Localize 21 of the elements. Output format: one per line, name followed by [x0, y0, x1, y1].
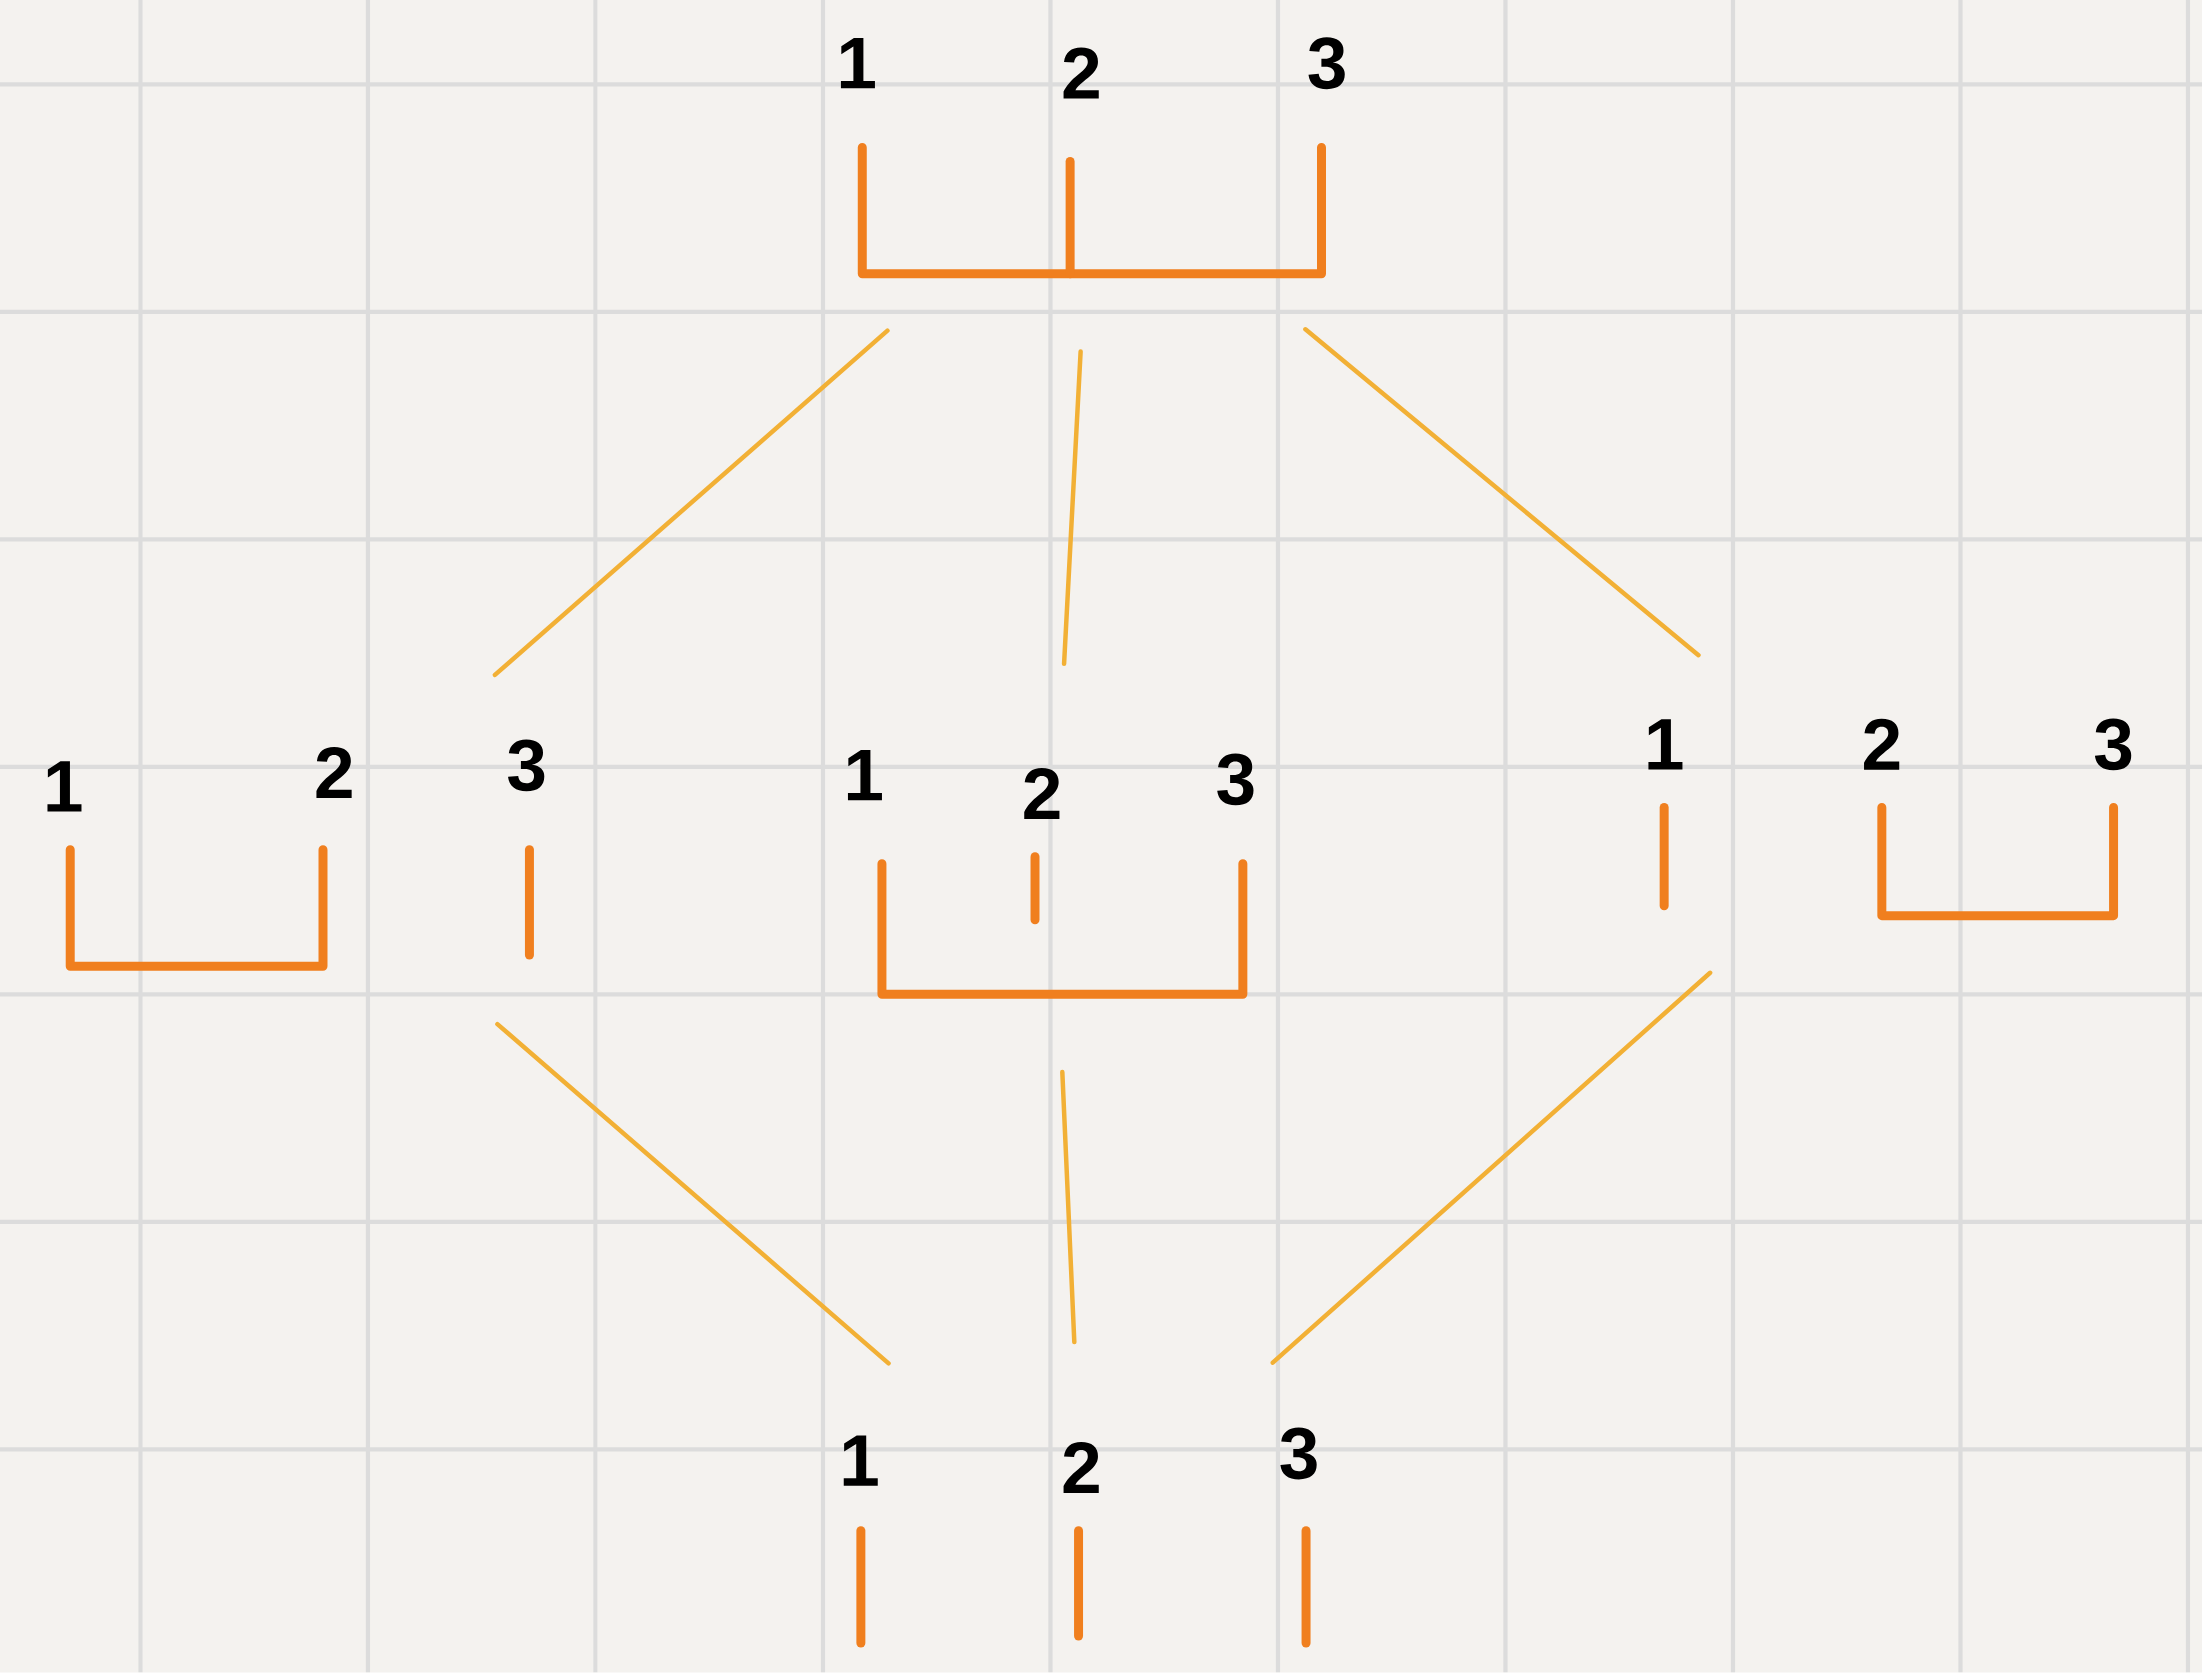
number-label: 2	[1063, 47, 1099, 99]
number-label: 2	[1024, 768, 1060, 820]
number-label: 1	[843, 1435, 878, 1486]
number-label: 2	[1864, 719, 1900, 770]
connector-line	[492, 328, 890, 678]
connector-line	[495, 1022, 891, 1366]
number-label: 1	[840, 38, 875, 89]
number-label: 1	[47, 761, 82, 812]
connector-line	[1060, 1070, 1077, 1345]
number-label: 3	[1217, 753, 1254, 806]
number-label: 2	[316, 747, 352, 799]
number-label: 2	[1063, 1442, 1099, 1494]
number-label: 3	[1308, 37, 1345, 90]
number-label: 3	[1280, 1427, 1317, 1480]
number-label: 1	[847, 750, 882, 801]
number-label: 3	[2094, 718, 2132, 771]
number-label: 3	[508, 739, 545, 792]
connector-line	[1270, 970, 1713, 1366]
connector-line	[1061, 349, 1083, 667]
number-label: 1	[1648, 719, 1683, 770]
connector-line	[1303, 327, 1701, 658]
